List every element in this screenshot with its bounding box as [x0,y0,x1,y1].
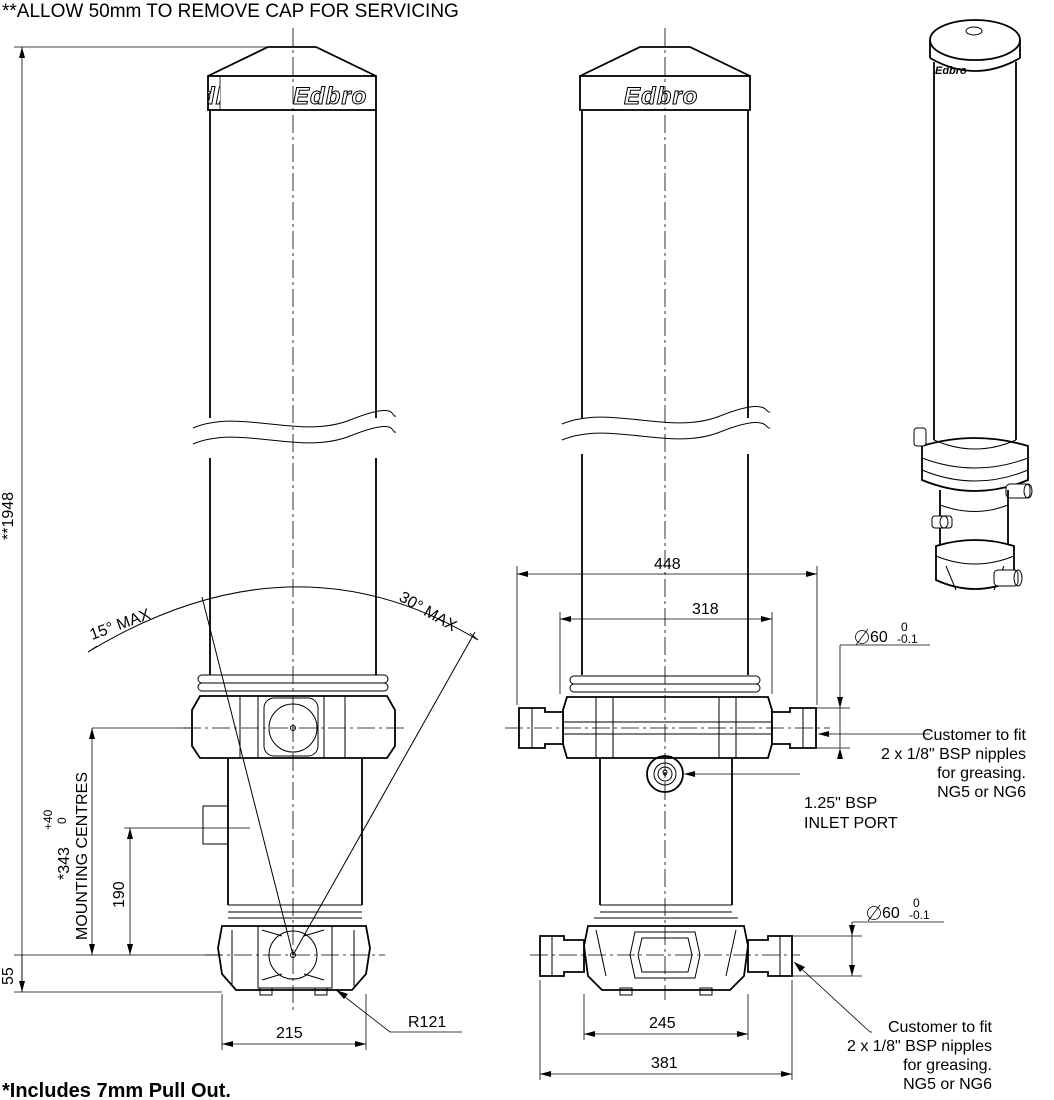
side-view: Edbro Edbro [0,28,479,1050]
side-base [217,925,371,996]
dim-55: 55 [0,967,17,985]
radius-label: R121 [408,1014,446,1031]
side-cap-logo: Edbro [293,83,367,110]
front-cap-logo: Edbro [624,83,698,110]
overall-height-dim: **1948 [0,492,17,540]
mounting-centres-label: MOUNTING CENTRES [74,772,91,940]
front-view: Edbro [505,28,1027,1093]
bottom-diameter-callout: 60 0 -0.1 [867,896,930,922]
mounting-centres-value: *343 [56,847,73,880]
top-note-line3: for greasing. [937,765,1026,782]
top-grease-note: Customer to fit 2 x 1/8" BSP nipples for… [881,727,1027,801]
top-note-line2: 2 x 1/8" BSP nipples [881,746,1026,763]
bottom-note-line3: for greasing. [903,1057,992,1074]
bottom-grease-note: Customer to fit 2 x 1/8" BSP nipples for… [847,1019,993,1093]
width-245-dim: 245 [649,1015,676,1032]
side-cap-logo-wrap: Edbro [183,83,257,110]
front-base [539,925,793,996]
bottom-note-line2: 2 x 1/8" BSP nipples [847,1038,992,1055]
bottom-diameter-tol-lower: -0.1 [909,908,930,922]
bottom-note-line4: NG5 or NG6 [903,1076,992,1093]
mounting-centres-tol-lower: 0 [55,817,69,824]
width-448-dim: 448 [654,556,681,573]
top-note-line1: Customer to fit [922,727,1027,744]
base-width-dim: 215 [276,1025,303,1042]
servicing-note: **ALLOW 50mm TO REMOVE CAP FOR SERVICING [2,1,459,22]
top-diameter-tol-lower: -0.1 [897,632,918,646]
width-381-dim: 381 [651,1055,678,1072]
bottom-diameter-value: 60 [882,905,900,922]
angle-left-label: 15° MAX [88,606,154,644]
dim-190: 190 [111,881,128,908]
front-collar [518,696,817,759]
angle-right-label: 30° MAX [396,589,460,636]
pull-out-note: *Includes 7mm Pull Out. [2,1080,231,1100]
iso-cap-logo: Edbro [935,65,967,77]
isometric-view: Edbro [913,19,1033,591]
side-cap: Edbro Edbro [183,46,377,111]
top-diameter-callout: 60 0 -0.1 [855,620,918,646]
width-318-dim: 318 [692,601,719,618]
bottom-diameter-tol-upper: 0 [913,896,920,910]
inlet-note-line2: INLET PORT [804,815,898,832]
top-note-line4: NG5 or NG6 [937,784,1026,801]
mounting-centres-tol-upper: +40 [41,809,55,830]
top-diameter-value: 60 [870,629,888,646]
inlet-note-line1: 1.25" BSP [804,795,877,812]
top-diameter-tol-upper: 0 [901,620,908,634]
bottom-note-line1: Customer to fit [888,1019,993,1036]
side-collar [191,695,396,759]
